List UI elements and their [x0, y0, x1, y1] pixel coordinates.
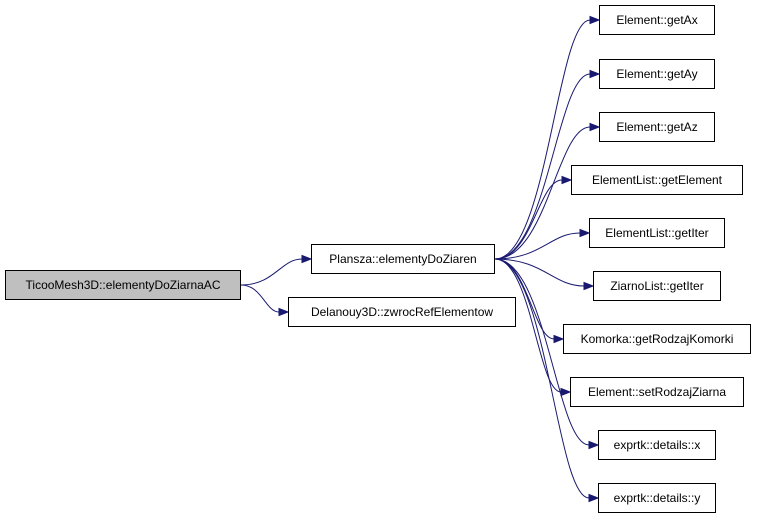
- node-ziarnolist-getiter[interactable]: ZiarnoList::getIter: [593, 271, 721, 301]
- edge-plansza-to-getax: [494, 19, 591, 260]
- edge-plansza-to-getiter_el: [494, 232, 581, 260]
- arrowhead-delanouy: [278, 307, 290, 317]
- node-element-getaz[interactable]: Element::getAz: [599, 112, 715, 142]
- arrowhead-getelement: [561, 175, 573, 185]
- node-element-setrodzajziarna[interactable]: Element::setRodzajZiarna: [570, 377, 744, 407]
- edge-root-to-plansza: [240, 258, 303, 286]
- node-exprtk-details-y[interactable]: exprtk::details::y: [598, 483, 716, 513]
- arrowhead-getax: [589, 15, 601, 25]
- arrowhead-getay: [589, 69, 601, 79]
- arrowhead-plansza: [301, 254, 313, 264]
- arrowhead-setrodzaj: [560, 387, 572, 397]
- arrowhead-x: [588, 440, 600, 450]
- node-elementlist-getiter[interactable]: ElementList::getIter: [589, 218, 725, 248]
- edge-plansza-to-getaz: [494, 126, 591, 260]
- edge-root-to-delanouy: [240, 284, 280, 313]
- edge-plansza-to-getiter_zi: [494, 258, 585, 287]
- node-element-getay[interactable]: Element::getAy: [599, 59, 715, 89]
- node-delanouy3d-zwrocrefelementow[interactable]: Delanouy3D::zwrocRefElementow: [288, 297, 516, 327]
- edge-plansza-to-getelement: [494, 179, 563, 260]
- node-elementlist-getelement[interactable]: ElementList::getElement: [571, 165, 743, 195]
- edge-plansza-to-y: [494, 258, 590, 499]
- arrowhead-getrodzaj: [553, 334, 565, 344]
- edge-plansza-to-x: [494, 258, 590, 446]
- node-element-getax[interactable]: Element::getAx: [599, 5, 715, 35]
- node-komorka-getrodzajkomorki[interactable]: Komorka::getRodzajKomorki: [563, 324, 751, 354]
- node-exprtk-details-x[interactable]: exprtk::details::x: [598, 430, 716, 460]
- arrowhead-getiter_el: [579, 228, 591, 238]
- node-plansza-elementydoziaren[interactable]: Plansza::elementyDoZiaren: [311, 244, 495, 274]
- arrowhead-y: [588, 493, 600, 503]
- edge-plansza-to-getay: [494, 73, 591, 260]
- edge-plansza-to-setrodzaj: [494, 258, 562, 393]
- arrowhead-getaz: [589, 122, 601, 132]
- arrowhead-getiter_zi: [583, 281, 595, 291]
- node-ticoomesh3d-elementydoziarnaac[interactable]: TicooMesh3D::elementyDoZiarnaAC: [5, 270, 241, 300]
